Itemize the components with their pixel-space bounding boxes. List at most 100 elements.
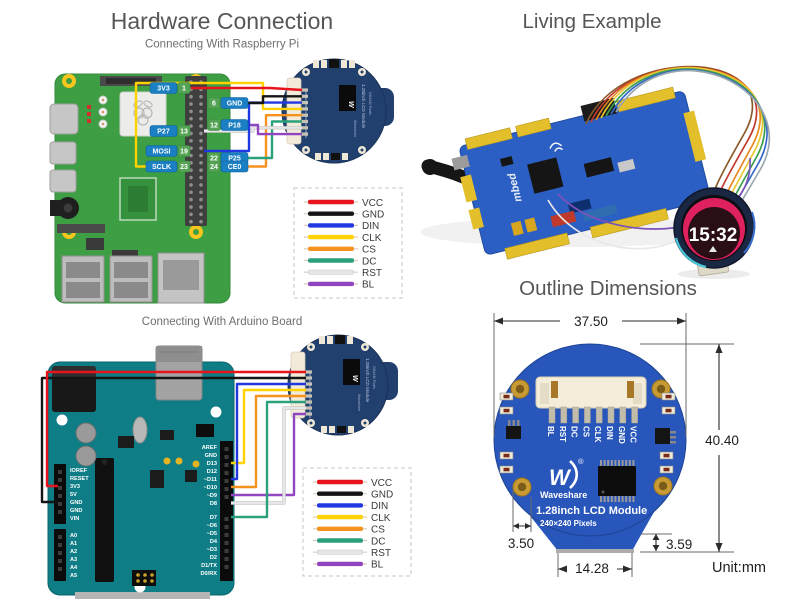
- rpi-subtitle: Connecting With Raspberry Pi: [145, 39, 299, 51]
- svg-text:RST: RST: [371, 548, 391, 559]
- legend-row-vcc: VCC: [304, 198, 383, 209]
- svg-text:D8: D8: [210, 501, 217, 507]
- svg-text:A1: A1: [70, 541, 77, 547]
- dim-width-value: 37.50: [574, 314, 608, 329]
- wire-clk: [134, 81, 302, 168]
- arduino-board: IOREF RESET 3V3 5V GND GND VIN A0 A1 A2 …: [47, 345, 235, 599]
- product-text: 1.28inch LCD Module: [536, 505, 647, 517]
- svg-text:A0: A0: [70, 533, 77, 539]
- svg-text:DIN: DIN: [362, 221, 379, 232]
- svg-text:BL: BL: [308, 415, 312, 419]
- svg-text:SCLK: SCLK: [152, 164, 171, 171]
- lcd-resolution-text: 240x240 Pixels: [368, 92, 372, 115]
- callout-p18: 12 P18: [207, 119, 249, 131]
- svg-text:D7: D7: [210, 515, 217, 521]
- svg-text:19: 19: [180, 149, 188, 156]
- legend-row-gnd: GND: [313, 490, 393, 501]
- callout-gnd: 6 GND: [207, 97, 249, 109]
- dim-tab-height: 3.59: [641, 533, 692, 552]
- svg-text:A3: A3: [70, 557, 77, 563]
- driver-ic: [339, 85, 356, 111]
- arduino-left-pin-labels: IOREF RESET 3V3 5V GND GND VIN A0 A1 A2 …: [70, 468, 89, 579]
- svg-text:P18: P18: [228, 123, 241, 130]
- dim-tab-height-value: 3.59: [666, 537, 692, 552]
- svg-text:BL: BL: [371, 560, 384, 571]
- callout-sclk: SCLK 23: [145, 160, 191, 173]
- resolution-text: 240×240 Pixels: [540, 519, 597, 528]
- svg-text:CS: CS: [371, 525, 385, 536]
- svg-text:D2: D2: [210, 555, 217, 561]
- svg-text:DC: DC: [362, 256, 376, 267]
- svg-text:VCC: VCC: [371, 478, 392, 489]
- svg-text:12: 12: [210, 123, 218, 130]
- svg-text:CLK: CLK: [371, 513, 391, 524]
- waveshare-logo-icon: W: [347, 101, 354, 109]
- arduino-right-header: [220, 441, 233, 581]
- svg-text:DIN: DIN: [605, 426, 614, 440]
- svg-text:CS: CS: [304, 116, 308, 120]
- wire-vcc: [45, 370, 306, 488]
- callout-3v3: 3V3 1: [149, 82, 191, 94]
- legend-row-rst: RST: [304, 268, 382, 279]
- svg-text:VCC: VCC: [629, 426, 638, 443]
- wires-rpi: [134, 81, 303, 168]
- legend-row-clk: CLK: [313, 513, 391, 524]
- watch-marker: [709, 246, 717, 252]
- icsp-header: [132, 570, 156, 586]
- svg-text:13: 13: [180, 129, 188, 136]
- usb-ethernet-ports: [61, 252, 205, 304]
- legend-row-rst: RST: [313, 548, 391, 559]
- wire-rst: [204, 126, 302, 132]
- arduino-right-pin-labels: AREF GND D13 D12 ~D11 ~D10 ~D9 D8 D7 ~D6…: [201, 445, 218, 577]
- svg-text:A4: A4: [70, 565, 78, 571]
- mbed-dev-board: mbed: [451, 86, 711, 260]
- svg-text:GND: GND: [70, 500, 82, 506]
- svg-text:RESET: RESET: [70, 476, 89, 482]
- lcd-pin-labels: VCC GND DIN CLK CS DC RST BL: [304, 91, 308, 139]
- arduino-left-header: [54, 464, 66, 581]
- lcd-connector-pins: [300, 88, 308, 136]
- svg-text:~D3: ~D3: [207, 547, 217, 553]
- wire-cs: [247, 113, 302, 168]
- svg-text:DC: DC: [308, 403, 312, 407]
- svg-text:DIN: DIN: [304, 104, 308, 109]
- wires-arduino: [40, 370, 306, 519]
- wire-din: [204, 101, 302, 153]
- svg-text:CLK: CLK: [304, 110, 308, 116]
- lcd-brand-text: Waveshare: [353, 120, 357, 137]
- svg-text:CLK: CLK: [362, 233, 382, 244]
- svg-text:GND: GND: [227, 101, 243, 108]
- svg-text:~D10: ~D10: [203, 485, 217, 491]
- svg-text:RST: RST: [362, 268, 382, 279]
- section-outline-dimensions: Outline Dimensions BL: [493, 277, 766, 577]
- svg-text:~D5: ~D5: [207, 531, 217, 537]
- smd-pads: [499, 392, 676, 474]
- svg-text:~D6: ~D6: [207, 523, 217, 529]
- svg-text:DIN: DIN: [308, 385, 312, 390]
- legend-row-dc: DC: [313, 536, 385, 547]
- lcd-product-text: 1.28inch LCD Module: [361, 84, 366, 129]
- lcd-product-text: 1.28inch LCD Module: [365, 358, 370, 403]
- svg-text:D4: D4: [210, 539, 218, 545]
- svg-text:RST: RST: [558, 426, 567, 442]
- screw-holes: [510, 379, 673, 497]
- svg-text:24: 24: [210, 164, 218, 171]
- svg-text:D1/TX: D1/TX: [201, 563, 217, 569]
- legend-arduino: VCC GND DIN CLK CS: [302, 467, 412, 577]
- lcd-connector-pins: [304, 370, 312, 416]
- usb-c-port: [49, 103, 79, 135]
- svg-text:~D11: ~D11: [204, 477, 217, 483]
- outline-dimensions-title: Outline Dimensions: [519, 277, 697, 300]
- svg-text:VCC: VCC: [308, 373, 312, 379]
- svg-text:A2: A2: [70, 549, 77, 555]
- rim-highlight-cyan: [674, 237, 707, 269]
- wire-bl: [231, 412, 306, 497]
- wire-gnd: [247, 95, 302, 105]
- raspberry-pi-board: [49, 73, 231, 304]
- gpio-header: [185, 76, 207, 226]
- legend-row-cs: CS: [313, 525, 385, 536]
- svg-text:DIN: DIN: [371, 501, 388, 512]
- legend-row-vcc: VCC: [313, 478, 392, 489]
